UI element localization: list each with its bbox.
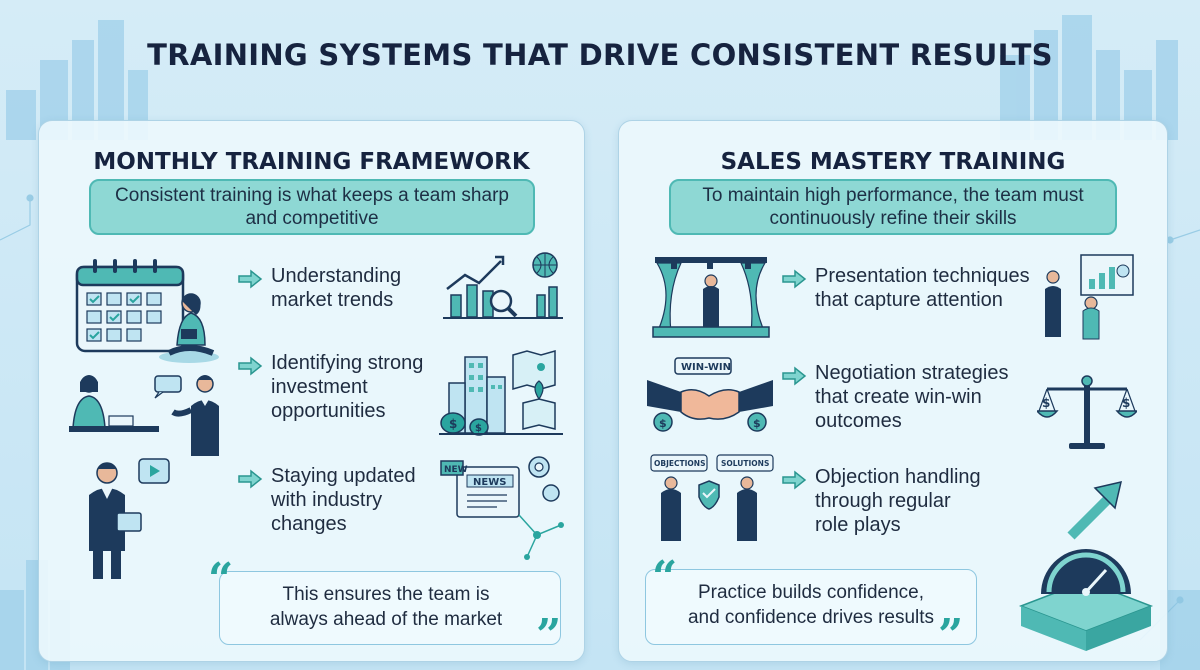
panel-heading: MONTHLY TRAINING FRAMEWORK — [93, 149, 530, 175]
list-item-text: Presentation techniques that capture att… — [815, 265, 1030, 311]
list-item: Understanding market trends — [237, 264, 441, 312]
list-item: Negotiation strategies that create win-w… — [781, 361, 1035, 433]
growth-chart-globe-icon — [443, 252, 563, 319]
svg-text:$: $ — [449, 417, 457, 431]
objections-tag: OBJECTIONS — [654, 459, 705, 468]
close-quote-icon: ” — [536, 610, 562, 661]
svg-text:$: $ — [659, 417, 667, 430]
list-item-text: Understanding market trends — [271, 265, 402, 311]
svg-text:$: $ — [475, 423, 482, 434]
news-tag: NEWS — [473, 477, 506, 488]
quote-box: “ This ensures the team is always ahead … — [208, 558, 561, 658]
list-item-text: Negotiation strategies that create win-w… — [815, 362, 1009, 432]
open-quote-icon: “ — [208, 554, 234, 605]
list-item-text: Objection handling through regular role … — [815, 466, 981, 536]
subtitle-line: and competitive — [245, 208, 379, 229]
handshake-winwin-illustration: WIN-WIN $ $ — [647, 357, 773, 432]
list-item: Objection handling through regular role … — [781, 465, 1035, 537]
man-with-tablet-illustration — [89, 458, 170, 579]
arrow-right-icon — [238, 356, 263, 376]
quote-box: “ Practice builds confidence, and confid… — [645, 556, 977, 658]
news-gears-icon: NEWS NEW — [440, 456, 564, 560]
quote-text: This ensures the team is always ahead of… — [269, 584, 503, 630]
arrow-right-icon — [782, 366, 807, 386]
subtitle-line: continuously refine their skills — [769, 208, 1017, 229]
monthly-training-panel: MONTHLY TRAINING FRAMEWORK Consistent tr… — [38, 120, 585, 662]
svg-text:$: $ — [1042, 396, 1050, 410]
calendar-woman-illustration — [75, 259, 219, 363]
page-title: TRAINING SYSTEMS THAT DRIVE CONSISTENT R… — [147, 38, 1053, 72]
open-quote-icon: “ — [652, 552, 678, 603]
presentation-icon — [1045, 254, 1134, 340]
arrow-right-icon — [238, 469, 263, 489]
city-money-map-icon: $ $ — [439, 350, 563, 436]
winwin-tag: WIN-WIN — [681, 362, 731, 373]
sales-mastery-panel: SALES MASTERY TRAINING To maintain high … — [618, 120, 1168, 662]
panel-subtitle: To maintain high performance, the team m… — [669, 179, 1117, 235]
list-item: Staying updated with industry changes — [237, 464, 441, 536]
list-item-text: Identifying strong investment opportunit… — [271, 352, 424, 422]
objections-solutions-illustration: OBJECTIONS SOLUTIONS — [650, 454, 774, 541]
list-item: Identifying strong investment opportunit… — [237, 351, 441, 423]
panel-subtitle: Consistent training is what keeps a team… — [89, 179, 535, 235]
subtitle-line: Consistent training is what keeps a team… — [115, 185, 509, 206]
panel-heading: SALES MASTERY TRAINING — [720, 149, 1066, 175]
solutions-tag: SOLUTIONS — [721, 459, 769, 468]
svg-text:$: $ — [1122, 396, 1130, 410]
list-item: Presentation techniques that capture att… — [781, 264, 1035, 312]
subtitle-line: To maintain high performance, the team m… — [702, 185, 1084, 206]
quote-text: Practice builds confidence, and confiden… — [687, 582, 935, 628]
arrow-right-icon — [782, 470, 807, 490]
arrow-right-icon — [238, 269, 263, 289]
speedometer-arrow-icon — [1018, 480, 1154, 651]
close-quote-icon: ” — [938, 610, 964, 661]
balance-scale-icon: $ $ — [1037, 375, 1137, 449]
list-item-text: Staying updated with industry changes — [271, 465, 416, 535]
arrow-right-icon — [782, 269, 807, 289]
team-meeting-illustration — [69, 375, 219, 456]
new-tag: NEW — [444, 465, 468, 475]
stage-presenter-illustration — [652, 257, 770, 338]
svg-text:$: $ — [753, 417, 761, 430]
